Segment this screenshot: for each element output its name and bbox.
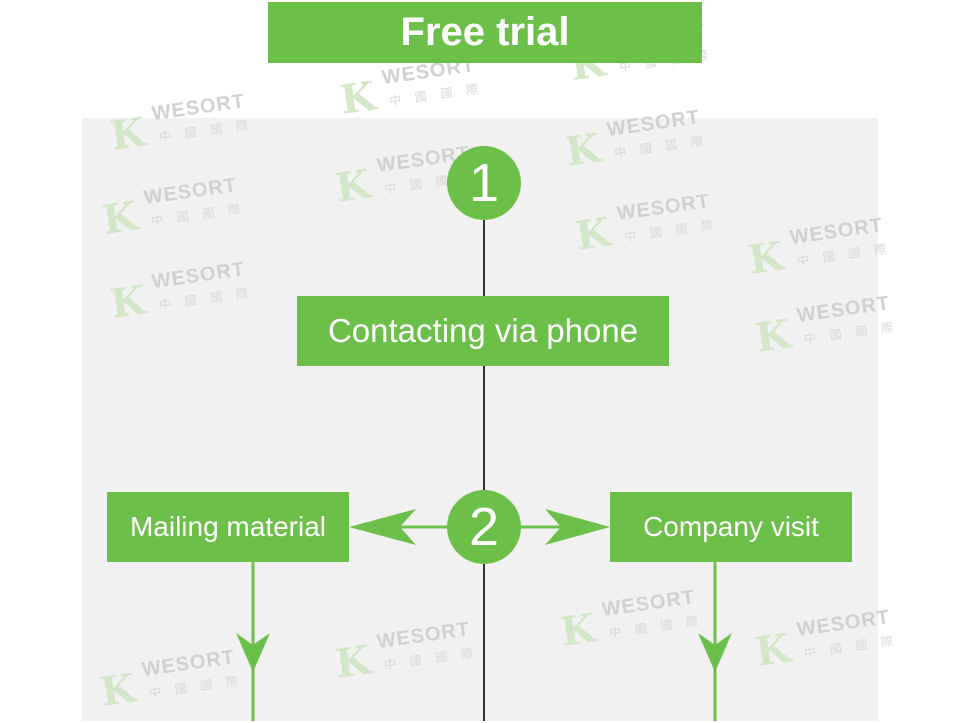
node-mailing-material: Mailing material bbox=[107, 492, 349, 562]
diagram-title: Free trial bbox=[268, 2, 702, 63]
arrow-down-icon bbox=[236, 633, 270, 672]
step-2-badge: 2 bbox=[447, 490, 521, 564]
step-1-badge: 1 bbox=[447, 146, 521, 220]
arrow-down-icon bbox=[698, 633, 732, 672]
arrow-right-icon bbox=[545, 509, 610, 545]
node-contacting-via-phone: Contacting via phone bbox=[297, 296, 669, 366]
arrow-left-icon bbox=[349, 509, 416, 545]
node-company-visit: Company visit bbox=[610, 492, 852, 562]
